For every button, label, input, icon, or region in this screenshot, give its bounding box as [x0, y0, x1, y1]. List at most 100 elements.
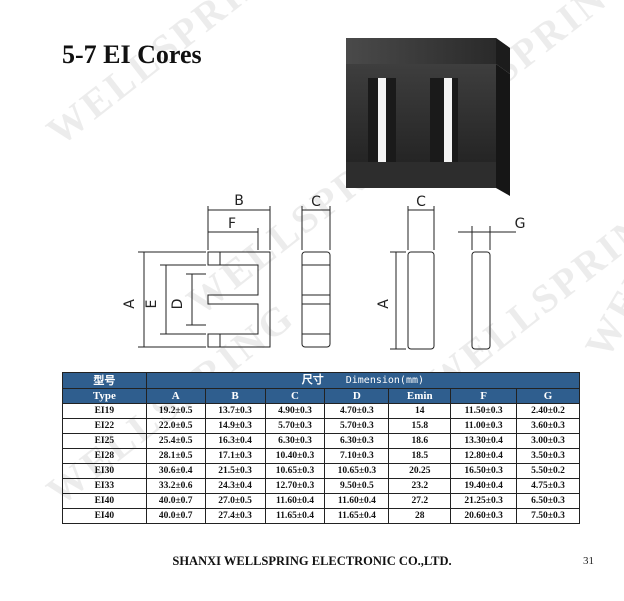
table-cell: 13.7±0.3 [204, 403, 266, 419]
table-cell: 3.00±0.3 [516, 433, 580, 449]
label-a: A [122, 299, 138, 309]
column-header-row: Type A B C D Emin F G [62, 388, 580, 404]
table-cell: 40.0±0.7 [145, 508, 206, 524]
table-cell: 12.80±0.4 [450, 448, 518, 464]
table-cell: 24.3±0.4 [204, 478, 266, 494]
table-cell: 10.40±0.3 [264, 448, 326, 464]
label-g: G [515, 216, 526, 232]
table-cell: 7.10±0.3 [324, 448, 390, 464]
table-cell: 11.50±0.3 [450, 403, 518, 419]
table-cell: 30.6±0.4 [145, 463, 206, 479]
table-cell: 19.2±0.5 [145, 403, 206, 419]
table-cell: 4.90±0.3 [264, 403, 326, 419]
specifications-table: 型号 尺寸 Dimension(mm) Type A B C D Emin F … [62, 372, 581, 524]
table-cell: 40.0±0.7 [145, 493, 206, 509]
table-cell: 6.30±0.3 [324, 433, 390, 449]
label-c: C [311, 194, 321, 210]
table-cell: 22.0±0.5 [145, 418, 206, 434]
table-cell: 9.50±0.5 [324, 478, 390, 494]
label-b: B [234, 193, 244, 209]
table-cell: 10.65±0.3 [264, 463, 326, 479]
col-b: B [204, 388, 266, 404]
label-a-2: A [376, 299, 392, 309]
table-cell: 11.60±0.4 [264, 493, 326, 509]
table-cell: 2.40±0.2 [516, 403, 580, 419]
table-cell: 21.25±0.3 [450, 493, 518, 509]
table-cell: EI40 [62, 508, 147, 524]
company-footer: SHANXI WELLSPRING ELECTRONIC CO.,LTD. [172, 554, 452, 568]
table-cell: 18.5 [388, 448, 452, 464]
table-cell: 14 [388, 403, 452, 419]
table-cell: 11.60±0.4 [324, 493, 390, 509]
table-cell: EI40 [62, 493, 147, 509]
table-cell: 20.25 [388, 463, 452, 479]
table-cell: 23.2 [388, 478, 452, 494]
table-cell: 7.50±0.3 [516, 508, 580, 524]
label-c-2: C [416, 194, 426, 210]
label-f: F [228, 216, 236, 232]
table-cell: 21.5±0.3 [204, 463, 266, 479]
table-cell: 4.70±0.3 [324, 403, 390, 419]
table-cell: 19.40±0.4 [450, 478, 518, 494]
table-cell: 6.50±0.3 [516, 493, 580, 509]
col-d: D [324, 388, 390, 404]
table-cell: 25.4±0.5 [145, 433, 206, 449]
table-cell: 11.00±0.3 [450, 418, 518, 434]
table-cell: 3.50±0.3 [516, 448, 580, 464]
table-cell: 5.70±0.3 [324, 418, 390, 434]
table-cell: 4.75±0.3 [516, 478, 580, 494]
table-cell: 5.70±0.3 [264, 418, 326, 434]
header-dimension-cn: 尺寸 [301, 374, 324, 386]
table-cell: 14.9±0.3 [204, 418, 266, 434]
col-type: Type [62, 388, 147, 404]
col-c: C [264, 388, 326, 404]
header-dimension-en: Dimension(mm) [345, 375, 425, 386]
table-cell: 15.8 [388, 418, 452, 434]
table-cell: 16.50±0.3 [450, 463, 518, 479]
col-f: F [450, 388, 518, 404]
table-cell: 18.6 [388, 433, 452, 449]
table-cell: 12.70±0.3 [264, 478, 326, 494]
table-cell: 16.3±0.4 [204, 433, 266, 449]
table-cell: 6.30±0.3 [264, 433, 326, 449]
col-g: G [516, 388, 580, 404]
table-cell: 10.65±0.3 [324, 463, 390, 479]
table-cell: EI22 [62, 418, 147, 434]
watermark-1: WELLSPRING [38, 0, 304, 154]
ei-core-photo [346, 38, 510, 196]
table-cell: 17.1±0.3 [204, 448, 266, 464]
col-emin: Emin [388, 388, 452, 404]
page-title: 5-7 EI Cores [62, 40, 202, 69]
table-cell: EI25 [62, 433, 147, 449]
table-cell: 3.60±0.3 [516, 418, 580, 434]
table-cell: 5.50±0.2 [516, 463, 580, 479]
table-cell: 13.30±0.4 [450, 433, 518, 449]
table-cell: 28 [388, 508, 452, 524]
table-cell: EI28 [62, 448, 147, 464]
watermark-6: WELLSPRING [575, 81, 624, 366]
page-number: 31 [583, 555, 594, 567]
table-cell: 27.0±0.5 [204, 493, 266, 509]
dimension-drawings: B F A E D C C A G [122, 193, 526, 350]
table-cell: 27.2 [388, 493, 452, 509]
table-cell: 33.2±0.6 [145, 478, 206, 494]
header-model: 型号 [62, 372, 147, 389]
label-e: E [144, 300, 160, 309]
label-d: D [170, 299, 186, 310]
table-cell: EI30 [62, 463, 147, 479]
table-cell: 11.65±0.4 [264, 508, 326, 524]
table-cell: 28.1±0.5 [145, 448, 206, 464]
col-a: A [145, 388, 206, 404]
table-cell: EI19 [62, 403, 147, 419]
table-cell: 20.60±0.3 [450, 508, 518, 524]
table-cell: 27.4±0.3 [204, 508, 266, 524]
table-cell: EI33 [62, 478, 147, 494]
